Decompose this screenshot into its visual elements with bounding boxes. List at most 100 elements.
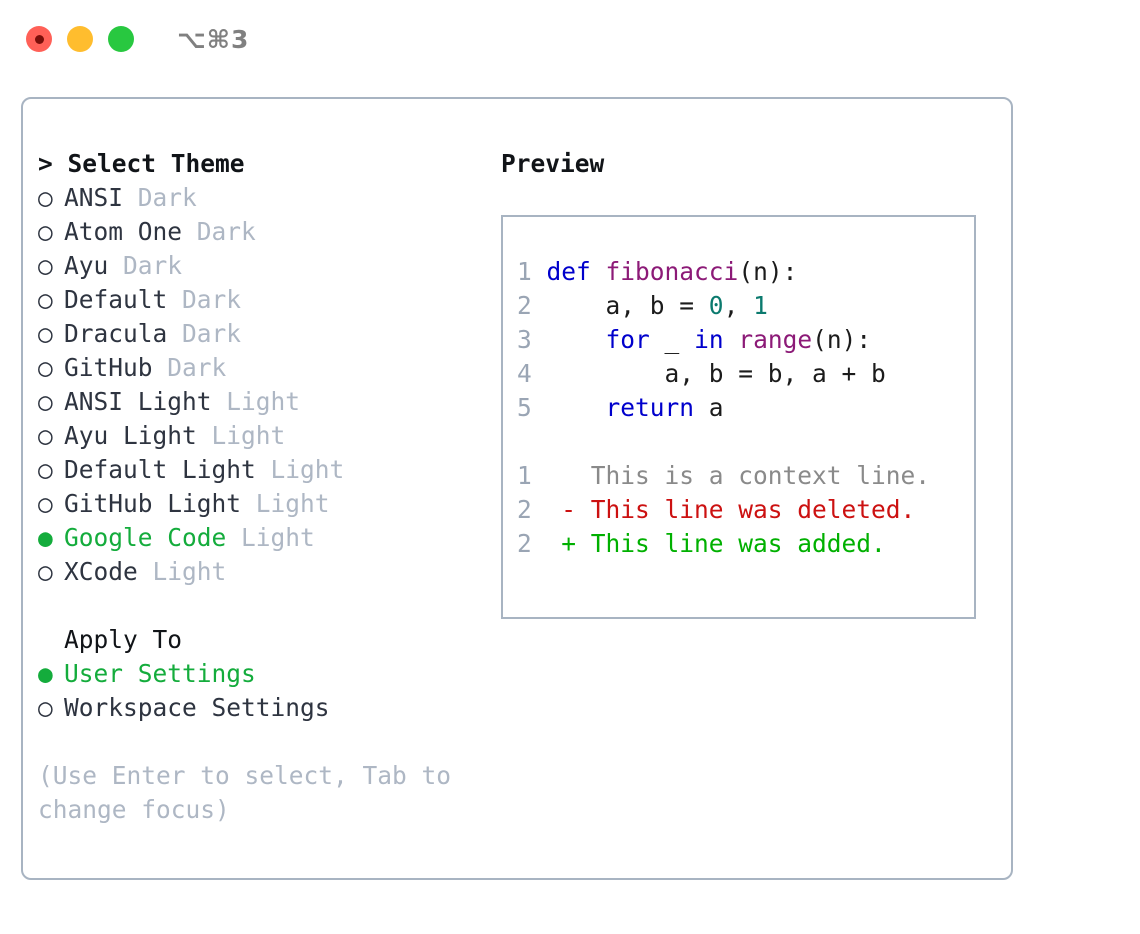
code-token-plain: a (708, 393, 724, 422)
code-line: 4 a, b = b, a + b (517, 357, 974, 391)
window-titlebar: ⌥⌘3 (0, 0, 1140, 78)
theme-kind-badge: Light (226, 387, 301, 416)
minimize-button[interactable] (67, 26, 93, 52)
diff-line-text-del: - This line was deleted. (531, 495, 916, 524)
spacer (256, 453, 271, 487)
code-token-punc: (n): (812, 325, 872, 354)
code-token-num: 1 (753, 291, 768, 320)
theme-list: ○ANSI Dark○Atom One Dark○Ayu Dark○Defaul… (38, 181, 478, 589)
spacer (108, 249, 123, 283)
line-number: 3 (517, 325, 532, 354)
diff-line: 2 + This line was added. (517, 527, 974, 561)
code-token-plain: a, b = (605, 291, 709, 320)
theme-list-item[interactable]: ○Atom One Dark (38, 215, 478, 249)
radio-unselected-icon: ○ (38, 455, 53, 484)
diff-sample: 1 This is a context line.2 - This line w… (517, 459, 974, 561)
spacer (153, 351, 168, 385)
theme-list-item[interactable]: ○Default Dark (38, 283, 478, 317)
theme-name: Atom One (64, 217, 183, 246)
radio-selected-icon: ● (38, 659, 53, 688)
theme-kind-badge: Dark (137, 183, 197, 212)
theme-list-item[interactable]: ●Google Code Light (38, 521, 478, 555)
line-number: 2 (517, 495, 532, 524)
code-token-kw: for (605, 325, 665, 354)
radio-unselected-icon: ○ (38, 353, 53, 382)
keyboard-shortcut-label: ⌥⌘3 (177, 24, 250, 54)
spacer (226, 521, 241, 555)
spacer (241, 487, 256, 521)
apply-to-option[interactable]: ●User Settings (38, 657, 478, 691)
line-number: 4 (517, 359, 532, 388)
code-line: 2 a, b = 0, 1 (517, 289, 974, 323)
radio-unselected-icon: ○ (38, 693, 53, 722)
theme-picker-column: > Select Theme ○ANSI Dark○Atom One Dark○… (38, 147, 478, 827)
radio-unselected-icon: ○ (38, 183, 53, 212)
theme-list-item[interactable]: ○ GitHub Dark (38, 351, 478, 385)
theme-list-item[interactable]: ○Dracula Dark (38, 317, 478, 351)
radio-unselected-icon: ○ (38, 489, 53, 518)
zoom-button[interactable] (108, 26, 134, 52)
radio-unselected-icon: ○ (38, 421, 53, 450)
theme-name: GitHub (64, 353, 153, 382)
theme-kind-badge: Dark (167, 353, 227, 382)
spacer (167, 317, 182, 351)
preview-header: Preview (501, 149, 605, 178)
spacer (123, 181, 138, 215)
apply-to-options: ●User Settings○ Workspace Settings (38, 657, 478, 725)
apply-to-option-label: Workspace Settings (64, 693, 330, 722)
theme-kind-badge: Dark (123, 251, 183, 280)
theme-name: Ayu Light (64, 421, 197, 450)
theme-kind-badge: Dark (182, 319, 242, 348)
code-token-kw: in (694, 325, 739, 354)
radio-unselected-icon: ○ (38, 557, 53, 586)
theme-list-item[interactable]: ○ Ayu Dark (38, 249, 478, 283)
line-number: 2 (517, 529, 532, 558)
code-token-plain: a, b = b, a + b (664, 359, 886, 388)
line-number: 2 (517, 291, 532, 320)
code-line: 3 for _ in range(n): (517, 323, 974, 357)
theme-name: Default Light (64, 455, 256, 484)
code-token-num: 0 (708, 291, 724, 320)
theme-list-item[interactable]: ○ Ayu Light Light (38, 419, 478, 453)
diff-line: 2 - This line was deleted. (517, 493, 974, 527)
diff-line: 1 This is a context line. (517, 459, 974, 493)
spacer (138, 555, 153, 589)
preview-column: Preview 1 def fibonacci(n):2 a, b = 0, 1… (501, 147, 981, 619)
gutter-gap (532, 359, 665, 388)
theme-name: Default (64, 285, 168, 314)
theme-name: GitHub Light (64, 489, 242, 518)
code-token-punc: (n): (738, 257, 798, 286)
main-panel: > Select Theme ○ANSI Dark○Atom One Dark○… (21, 97, 1013, 880)
theme-list-item[interactable]: ○ ANSI Dark (38, 181, 478, 215)
apply-to-option[interactable]: ○ Workspace Settings (38, 691, 478, 725)
radio-selected-icon: ● (38, 523, 53, 552)
theme-name: XCode (64, 557, 138, 586)
radio-unselected-icon: ○ (38, 251, 53, 280)
spacer (167, 283, 182, 317)
radio-unselected-icon: ○ (38, 319, 53, 348)
theme-list-item[interactable]: ○Default Light Light (38, 453, 478, 487)
theme-list-item[interactable]: ○XCode Light (38, 555, 478, 589)
theme-name: ANSI Light (64, 387, 212, 416)
close-button[interactable] (26, 26, 52, 52)
theme-list-item[interactable]: ○ANSI Light Light (38, 385, 478, 419)
line-number: 5 (517, 393, 532, 422)
theme-kind-badge: Light (255, 489, 330, 518)
line-number: 1 (517, 257, 532, 286)
keyboard-hint-text: (Use Enter to select, Tab to change focu… (38, 761, 466, 824)
spacer (197, 419, 212, 453)
code-token-plain: _ (664, 325, 695, 354)
theme-name: Ayu (64, 251, 109, 280)
theme-kind-badge: Dark (196, 217, 256, 246)
recording-indicator-icon (34, 34, 44, 44)
code-token-fn: range (738, 325, 813, 354)
theme-kind-badge: Dark (182, 285, 242, 314)
theme-kind-badge: Light (211, 421, 286, 450)
gutter-gap (532, 393, 606, 422)
theme-kind-badge: Light (241, 523, 315, 552)
theme-list-item[interactable]: ○ GitHub Light Light (38, 487, 478, 521)
theme-name: ANSI (64, 183, 124, 212)
